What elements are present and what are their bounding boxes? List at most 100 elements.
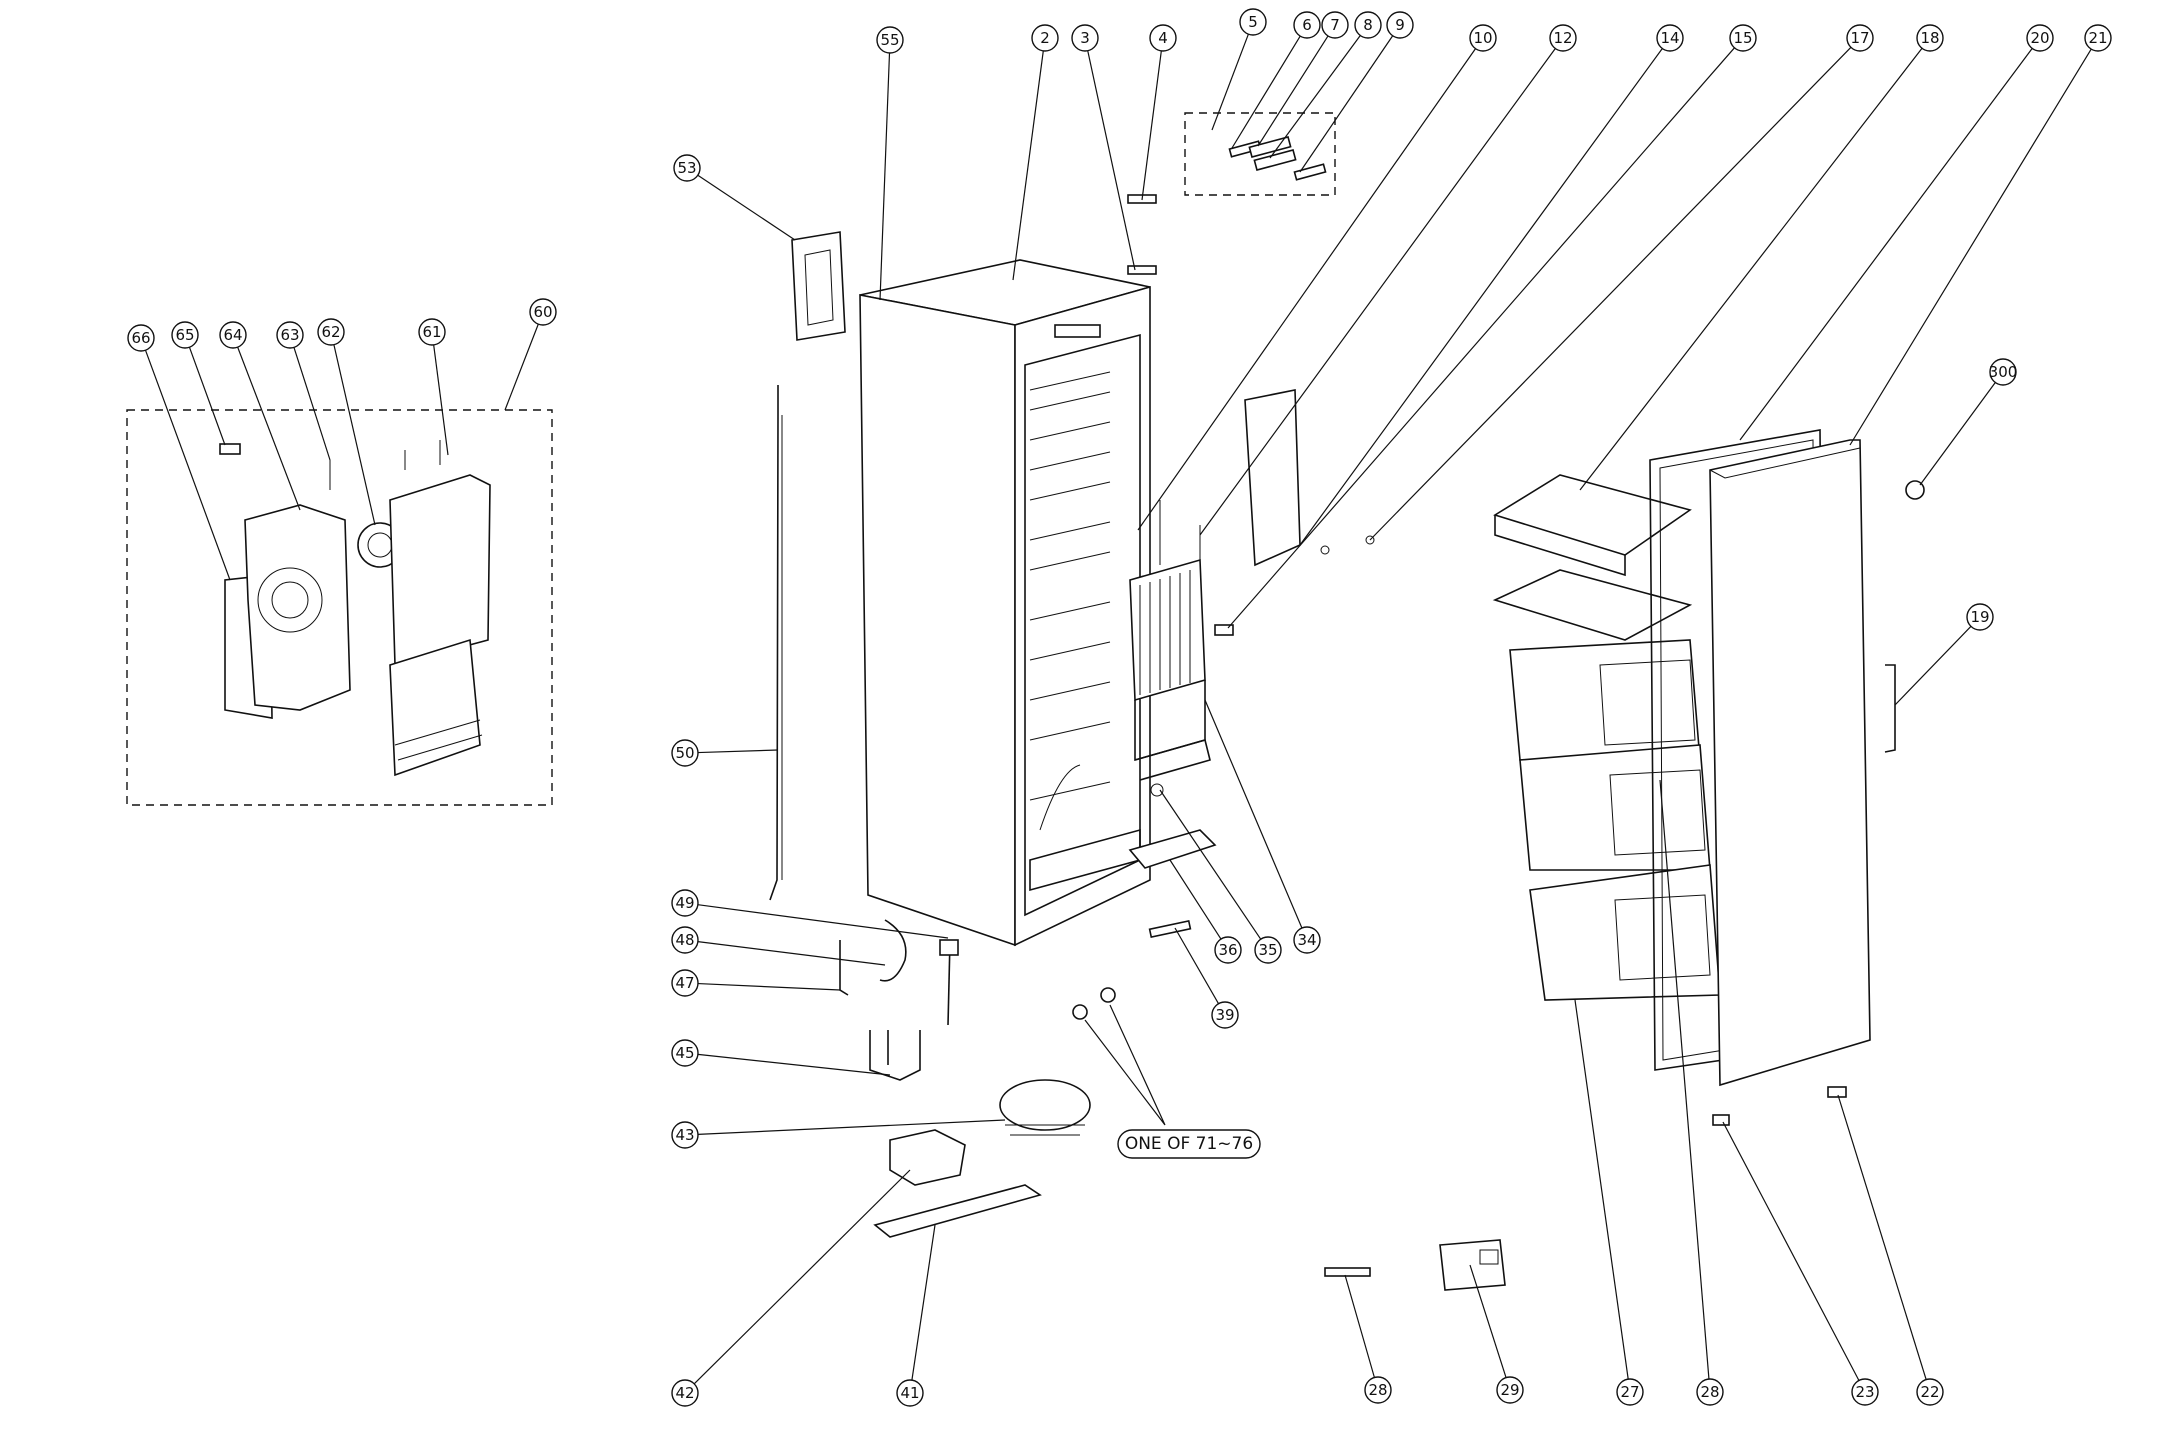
callout-bubble-49 — [671, 889, 699, 917]
callout-bubble-18 — [1916, 24, 1944, 52]
callout-bubble-53 — [673, 154, 701, 182]
callout-label-28b: 28 — [1700, 1383, 1719, 1401]
callout-21: 21 — [2084, 24, 2112, 52]
callout-bubble-47 — [671, 969, 699, 997]
callout-bubble-17 — [1846, 24, 1874, 52]
callout-bubble-19 — [1966, 603, 1994, 631]
leader-300 — [1919, 382, 1996, 486]
callout-bubble-10 — [1469, 24, 1497, 52]
callout-label-15: 15 — [1733, 29, 1752, 47]
callout-label-50: 50 — [675, 744, 694, 762]
leader-50 — [697, 749, 779, 754]
callout-9: 9 — [1386, 11, 1414, 39]
callout-6: 6 — [1293, 11, 1321, 39]
door-handle — [1884, 664, 1896, 753]
drawer-group — [1492, 474, 1721, 1001]
callout-47: 47 — [671, 969, 699, 997]
callout-label-4: 4 — [1158, 29, 1168, 47]
callout-300: 300 — [1989, 358, 2017, 386]
callout-label-3: 3 — [1080, 29, 1090, 47]
callout-label-10: 10 — [1473, 29, 1492, 47]
callout-bubble-35 — [1254, 936, 1282, 964]
callout-bubble-41 — [896, 1379, 924, 1407]
callout-label-63: 63 — [280, 326, 299, 344]
leader-28a — [1344, 1274, 1375, 1378]
callout-63: 63 — [276, 321, 304, 349]
leader-28b — [1659, 779, 1710, 1380]
leader-4 — [1141, 50, 1162, 201]
leader-12 — [1199, 48, 1556, 536]
callout-bubble-42 — [671, 1379, 699, 1407]
callout-61: 61 — [418, 318, 446, 346]
capillary-tube — [769, 385, 783, 901]
fan-clip — [219, 443, 241, 455]
leader-61 — [433, 344, 449, 456]
leader-41 — [911, 1224, 936, 1381]
callout-50: 50 — [671, 739, 699, 767]
defrost-heater — [1134, 739, 1211, 781]
callout-49: 49 — [671, 889, 699, 917]
callout-label-28a: 28 — [1368, 1381, 1387, 1399]
leader-47 — [697, 982, 841, 991]
callout-7: 7 — [1321, 11, 1349, 39]
leader-43 — [697, 1119, 1006, 1135]
callout-label-29: 29 — [1500, 1381, 1519, 1399]
callout-label-42: 42 — [675, 1384, 694, 1402]
leader-27 — [1574, 999, 1629, 1380]
sensor-35 — [1150, 783, 1164, 797]
leader-lines — [144, 33, 2092, 1385]
callout-label-60: 60 — [533, 303, 552, 321]
callout-bubble-3 — [1071, 24, 1099, 52]
callout-bubble-2 — [1031, 24, 1059, 52]
leader-21 — [1849, 48, 2092, 446]
compressor — [999, 1079, 1091, 1131]
callout-bubble-66 — [127, 324, 155, 352]
callout-8: 8 — [1354, 11, 1382, 39]
part-17 — [1365, 535, 1375, 545]
cabinet-side — [859, 294, 1016, 947]
leader-49 — [697, 904, 949, 939]
callout-label-53: 53 — [677, 159, 696, 177]
callout-label-64: 64 — [223, 326, 242, 344]
callout-bubble-63 — [276, 321, 304, 349]
clip-15 — [1214, 624, 1234, 636]
fan-lower-bracket — [389, 638, 481, 777]
leader-18 — [1579, 47, 1923, 491]
bracket-45 — [869, 1030, 921, 1081]
evaporator-cover — [1244, 389, 1301, 567]
callout-36: 36 — [1214, 936, 1242, 964]
callout-bubble-55 — [876, 26, 904, 54]
callout-12: 12 — [1549, 24, 1577, 52]
shelf-18 — [1493, 474, 1692, 556]
callout-bubble-43 — [671, 1121, 699, 1149]
callout-39: 39 — [1211, 1001, 1239, 1029]
control-part-7 — [1248, 136, 1292, 158]
callout-66: 66 — [127, 324, 155, 352]
leader-17 — [1369, 46, 1852, 541]
leader-7 — [1257, 35, 1329, 147]
callout-19: 19 — [1966, 603, 1994, 631]
logo-badge — [1905, 480, 1925, 500]
evaporator-group — [1128, 389, 1375, 869]
door-group — [1649, 429, 1925, 1126]
callout-label-7: 7 — [1330, 16, 1340, 34]
leader-45 — [697, 1053, 891, 1076]
callout-label-35: 35 — [1258, 941, 1277, 959]
callout-42: 42 — [671, 1379, 699, 1407]
back-panel-53 — [791, 231, 846, 341]
callout-2: 2 — [1031, 24, 1059, 52]
callout-bubble-14 — [1656, 24, 1684, 52]
callout-18: 18 — [1916, 24, 1944, 52]
callout-label-5: 5 — [1248, 13, 1258, 31]
callout-label-55: 55 — [880, 31, 899, 49]
part-28-clip — [1324, 1267, 1371, 1277]
part-14 — [1320, 545, 1330, 555]
control-part-8 — [1253, 149, 1297, 171]
callout-55: 55 — [876, 26, 904, 54]
callout-45: 45 — [671, 1039, 699, 1067]
callout-label-9: 9 — [1395, 16, 1405, 34]
callout-bubble-9 — [1386, 11, 1414, 39]
group-note-text: ONE OF 71~76 — [1125, 1134, 1253, 1154]
leader-14 — [1299, 48, 1663, 546]
